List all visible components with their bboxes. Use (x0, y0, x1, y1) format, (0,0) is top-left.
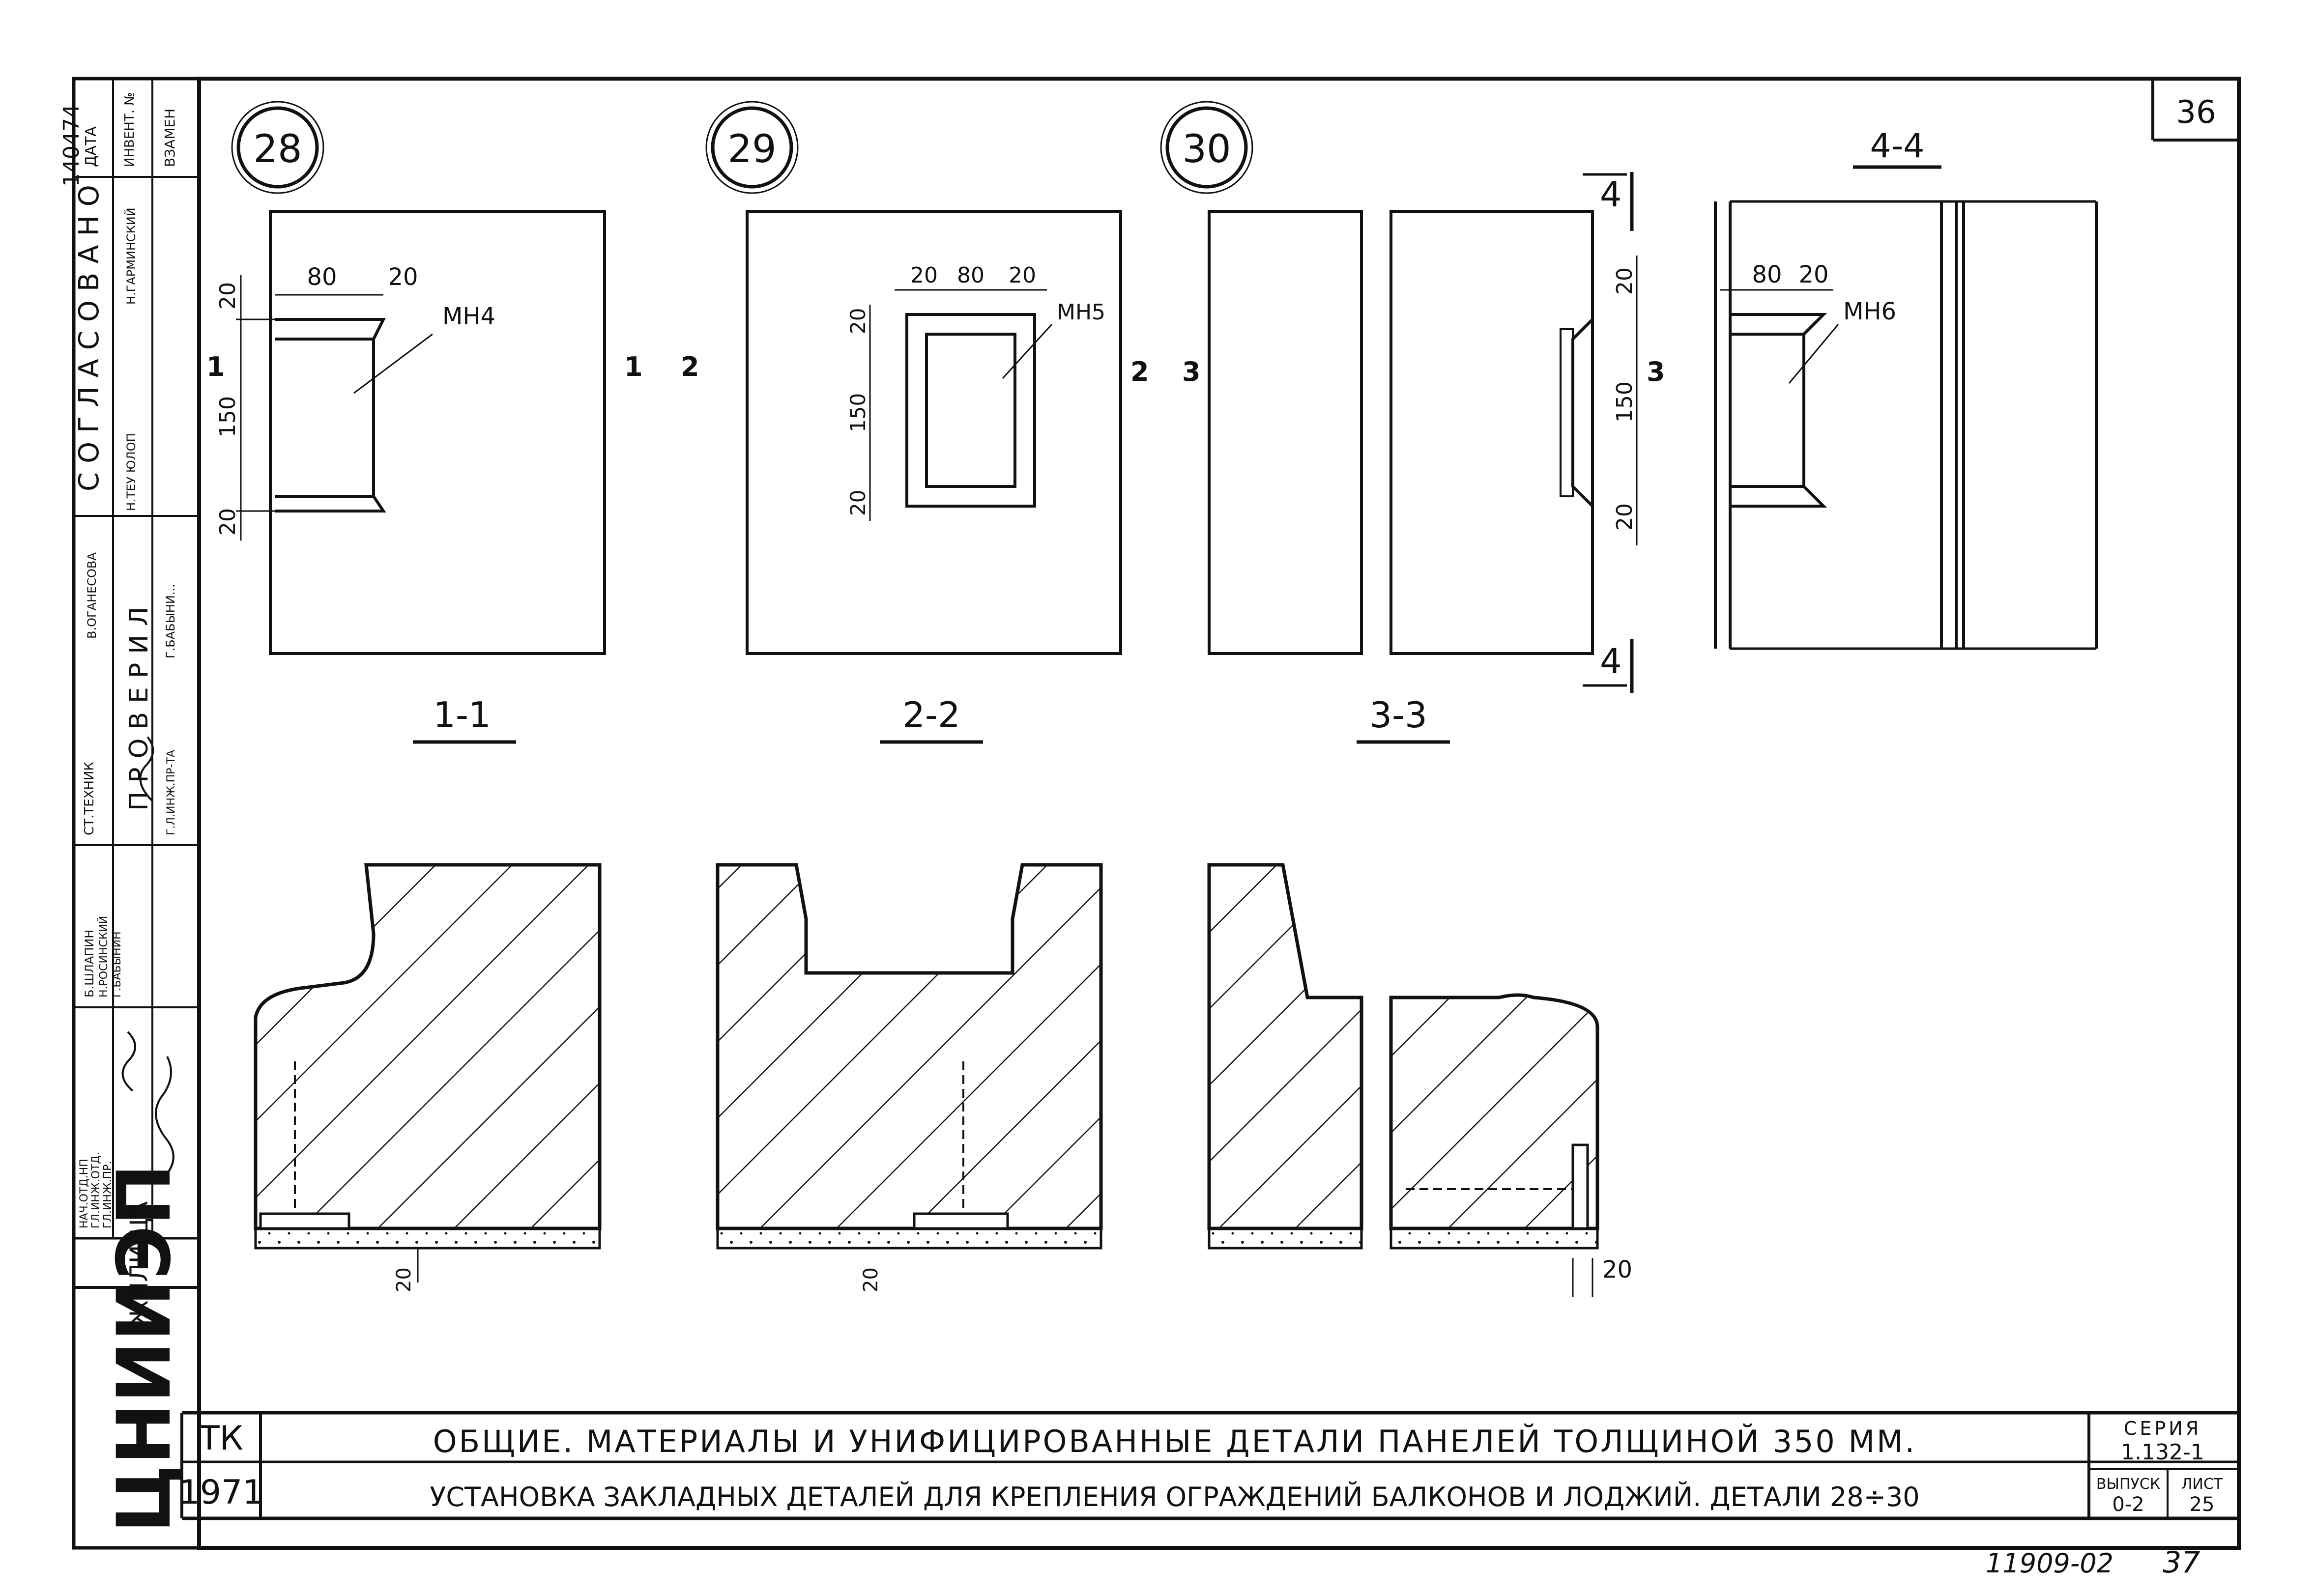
stamp-role-3: Н.РОСИНСКИЙ (97, 916, 110, 998)
title-line-1: ОБЩИЕ. МАТЕРИАЛЫ И УНИФИЦИРОВАННЫЕ ДЕТАЛ… (433, 1424, 1916, 1459)
detail-28: 28 80 20 20 150 20 МН4 1 1 2 (206, 101, 699, 655)
left-stamp: ДАТА ИНВЕНТ. № ВЗАМЕН СОГЛАСОВАНО ПРОВЕР… (59, 77, 201, 1550)
d28-dim-width: 80 (307, 263, 337, 291)
issue-label: ВЫПУСК (2096, 1476, 2160, 1493)
d28-cut-1: 1 (206, 351, 225, 382)
stamp-checked: ПРОВЕРИЛ (124, 598, 154, 811)
stamp-name-2: Н.ТЕУ ЮЛОП (124, 433, 138, 511)
logo-text: ЦНИИЭП (102, 1164, 187, 1533)
d29-dim-width: 80 (957, 263, 984, 288)
stamp-zamen-header: ВЗАМЕН (162, 109, 178, 167)
stamp-name-4: В.ОГАНЕСОВА (85, 552, 99, 639)
stamp-role-6: ГЛ.ИНЖ.ОТД. (90, 1152, 102, 1228)
section-1-1-title: 1-1 (433, 694, 491, 736)
stamp-role-7: ГЛ.ИНЖ.ПР. (102, 1161, 114, 1228)
d29-dim-bottom: 20 (846, 490, 870, 516)
s22-dim: 20 (860, 1267, 882, 1292)
series-label: СЕРИЯ (2124, 1418, 2201, 1439)
signature-2 (121, 1031, 136, 1092)
s11-dim: 20 (393, 1267, 415, 1292)
d30-cut: 3 (1647, 356, 1665, 387)
title-year: 1971 (178, 1473, 263, 1512)
d30-dim-top: 20 (1612, 267, 1637, 295)
stamp-agreed: СОГЛАСОВАНО (73, 176, 105, 491)
stamp-date-header: ДАТА (83, 126, 100, 167)
stamp-name-1: Н.ГАРМИНСКИЙ (124, 207, 138, 305)
d29-part: МН5 (1057, 300, 1105, 325)
d29-dim-right: 20 (1009, 263, 1036, 288)
section-1-1: 1-1 20 (254, 694, 602, 1292)
d29-cut-1: 2 (1130, 356, 1149, 387)
stamp-name-3: Г.БАБЫНИ... (164, 584, 177, 658)
detail-30: 30 20 150 20 3 4 4 (1160, 101, 1665, 693)
detail-29: 29 20 80 20 20 150 20 МН5 2 3 (705, 101, 1201, 655)
signature-1 (155, 1056, 174, 1180)
stamp-name-5: Г.Л.ИНЖ.ПР-ТА (165, 750, 177, 835)
d29-dim-height: 150 (846, 393, 870, 432)
title-line-2: УСТАНОВКА ЗАКЛАДНЫХ ДЕТАЛЕЙ ДЛЯ КРЕПЛЕНИ… (430, 1482, 1919, 1512)
d28-dim-offset: 20 (388, 263, 418, 291)
view-4-4: 4-4 80 20 МН6 (1714, 127, 2098, 650)
a4-dim-offset: 20 (1798, 261, 1828, 288)
stamp-role-2: Б.ШЛАПИН (83, 930, 96, 998)
stamp-invent-header: ИНВЕНТ. № (122, 92, 137, 167)
signature-3 (139, 736, 154, 802)
logo-suffix: ЖИЛИЩА (125, 1201, 153, 1327)
stamp-role-1: СТ.ТЕХНИК (82, 762, 97, 835)
s33-dim: 20 (1602, 1256, 1632, 1283)
view-4-4-title: 4-4 (1870, 127, 1924, 166)
d28-cut-2: 1 (624, 351, 643, 382)
d30-view-mark-bottom: 4 (1600, 641, 1622, 682)
section-2-2: 2-2 20 (716, 694, 1103, 1292)
d30-dim-bottom: 20 (1612, 503, 1637, 531)
d30-dim-height: 150 (1612, 381, 1637, 423)
inventory-number: 140474 (59, 104, 84, 187)
bottom-page: 37 (2163, 1545, 2200, 1580)
d28-dim-height: 150 (215, 396, 240, 437)
bottom-code: 11909-02 (1986, 1548, 2113, 1579)
d29-dim-top: 20 (846, 308, 870, 334)
detail-29-number: 29 (727, 127, 776, 171)
series-value: 1.132-1 (2121, 1440, 2204, 1465)
list-value: 25 (2190, 1493, 2215, 1516)
sheet-number: 36 (2176, 94, 2216, 131)
stamp-role-4: Г.БАБЫНИН (111, 931, 123, 998)
d30-view-mark-top: 4 (1600, 174, 1622, 215)
stamp-role-5: НАЧ.ОТД.НП (78, 1159, 90, 1228)
title-block: ТК 1971 ОБЩИЕ. МАТЕРИАЛЫ И УНИФИЦИРОВАНН… (178, 1411, 2239, 1520)
list-label: ЛИСТ (2181, 1476, 2223, 1493)
title-code-top: ТК (199, 1419, 243, 1458)
sheet-frame: 36 (197, 77, 2241, 1550)
section-3-3-title: 3-3 (1369, 694, 1427, 736)
a4-part: МН6 (1843, 298, 1896, 325)
detail-28-number: 28 (253, 127, 302, 171)
detail-30-number: 30 (1182, 127, 1231, 171)
d28-dim-top: 20 (215, 282, 240, 310)
d29-cut-2: 3 (1182, 356, 1201, 387)
d29-dim-left: 20 (910, 263, 938, 288)
section-3-3: 3-3 20 (1207, 694, 1632, 1297)
d28-dim-bottom: 20 (215, 508, 240, 536)
d28-cut-3: 2 (681, 351, 699, 382)
a4-dim-width: 80 (1752, 261, 1782, 288)
d28-part: МН4 (442, 303, 495, 330)
issue-value: 0-2 (2112, 1493, 2144, 1516)
institute-logo: ЦНИИЭП ЖИЛИЩА (72, 1164, 201, 1549)
section-2-2-title: 2-2 (902, 694, 960, 736)
